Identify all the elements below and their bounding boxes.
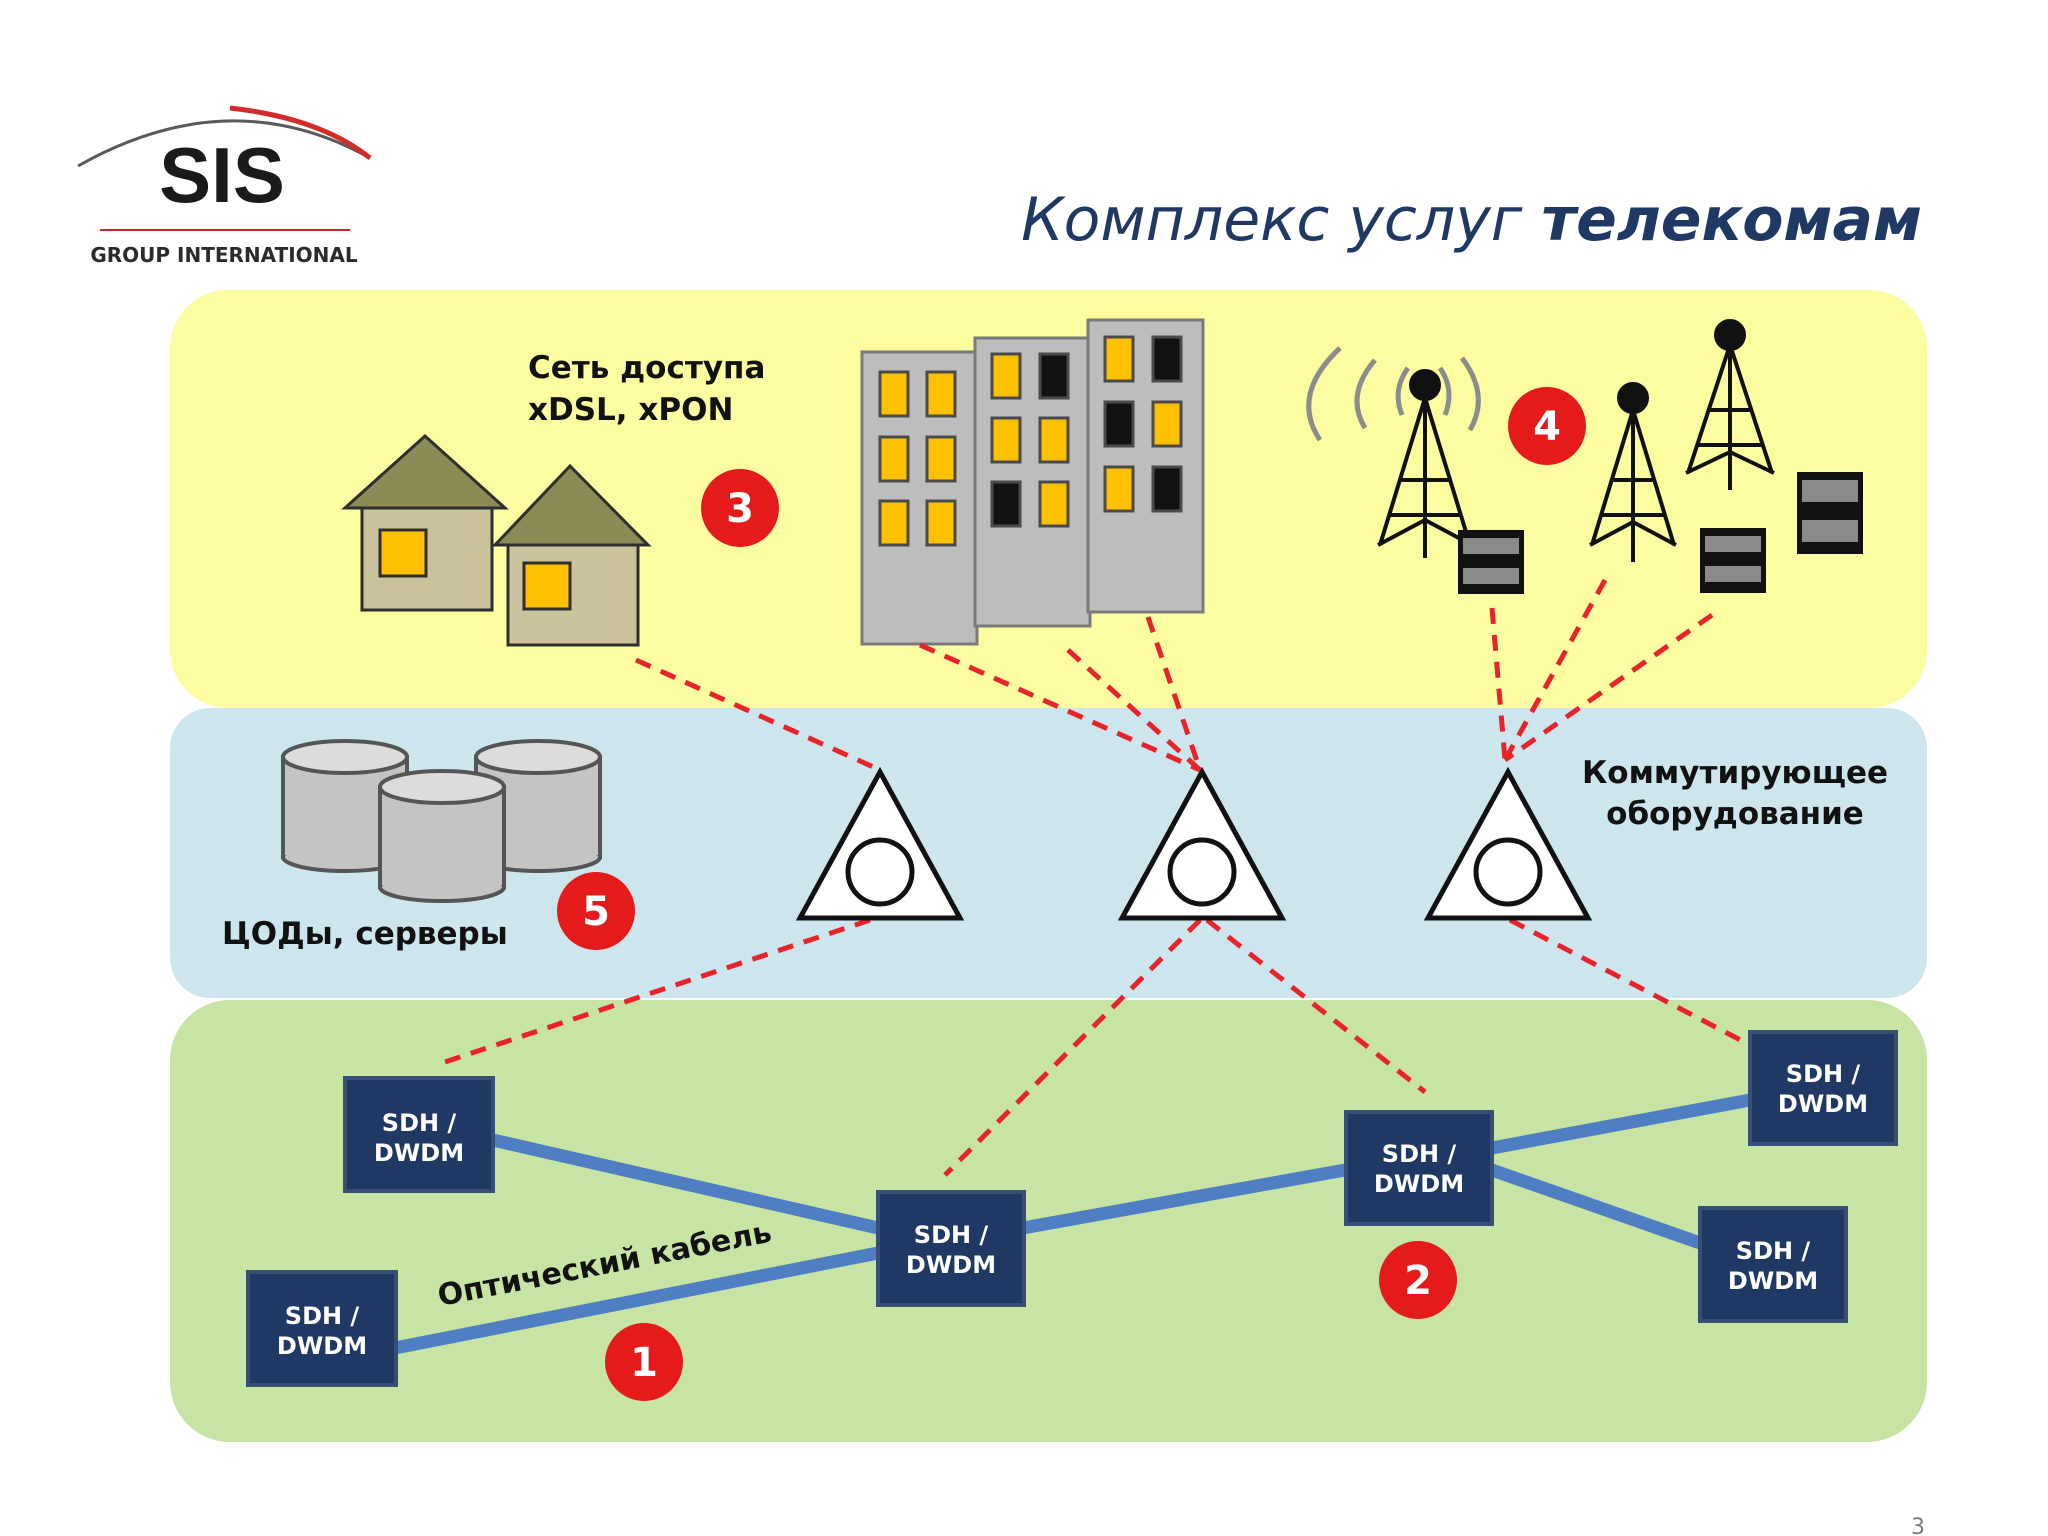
fiber-link [1490,1093,1752,1155]
database-icon [378,769,506,903]
switch-icon [1423,766,1593,921]
node-label: DWDM [374,1139,464,1167]
cell-tower-icon [1589,382,1677,562]
logo-name: SIS [159,131,285,219]
node-label: DWDM [1778,1090,1868,1118]
fiber-links [393,1093,1752,1355]
access-label-line2: xDSL, xPON [528,392,733,428]
node-label: DWDM [277,1332,367,1360]
logo-subtitle: GROUP INTERNATIONAL [90,243,358,267]
svg-text:1: 1 [630,1340,658,1386]
building-icon [973,336,1092,628]
node-label: SDH / [1382,1140,1457,1168]
sdh-dwdm-node: SDH / DWDM [1344,1110,1494,1226]
node-label: DWDM [1728,1267,1818,1295]
title-bold: телекомам [1541,185,1922,255]
node-label: SDH / [914,1221,989,1249]
cell-tower-icon [1377,369,1473,558]
number-badge: 2 [1379,1241,1457,1319]
radio-unit-icon [1458,530,1524,594]
fiber-link [491,1133,880,1235]
svg-text:4: 4 [1533,404,1561,450]
number-badge: 3 [701,469,779,547]
node-label: DWDM [906,1251,996,1279]
node-label: SDH / [1786,1060,1861,1088]
switch-icon [1117,766,1287,921]
sis-logo: SIS GROUP INTERNATIONAL [77,105,372,267]
radio-unit-icon [1797,472,1863,554]
page-number: 3 [1911,1515,1925,1536]
number-badge: 4 [1508,387,1586,465]
sdh-dwdm-node: SDH / DWDM [1698,1206,1848,1323]
house-icon [341,433,509,612]
node-label: SDH / [382,1109,457,1137]
service-links [444,578,1752,1177]
svg-text:2: 2 [1404,1258,1432,1304]
number-badge: 1 [605,1323,683,1401]
svg-text:5: 5 [582,889,610,935]
svg-text:3: 3 [726,486,754,532]
building-icon [1086,318,1205,614]
switching-label-line1: Коммутирующее [1582,755,1888,791]
datacenters-label: ЦОДы, серверы [222,916,508,952]
sdh-dwdm-node: SDH / DWDM [343,1076,495,1193]
page-title: Комплекс услуг телекомам [1021,185,1922,255]
node-label: SDH / [285,1302,360,1330]
sdh-dwdm-node: SDH / DWDM [246,1270,398,1387]
building-icon [860,350,979,646]
number-badge: 5 [557,872,635,950]
switching-label-line2: оборудование [1606,796,1864,832]
cell-tower-icon [1685,319,1775,490]
signal-waves-icon [1306,346,1481,442]
access-label-line1: Сеть доступа [528,350,765,386]
sdh-dwdm-node: SDH / DWDM [876,1190,1026,1307]
node-label: SDH / [1736,1237,1811,1265]
fiber-link [393,1246,880,1355]
switch-icon [795,766,965,921]
house-icon [491,463,652,647]
radio-unit-icon [1700,528,1766,593]
sdh-dwdm-node: SDH / DWDM [1748,1030,1898,1146]
title-normal: Комплекс услуг [1021,185,1541,255]
fiber-link [1021,1163,1347,1235]
fiber-link [1489,1163,1703,1250]
node-label: DWDM [1374,1170,1464,1198]
